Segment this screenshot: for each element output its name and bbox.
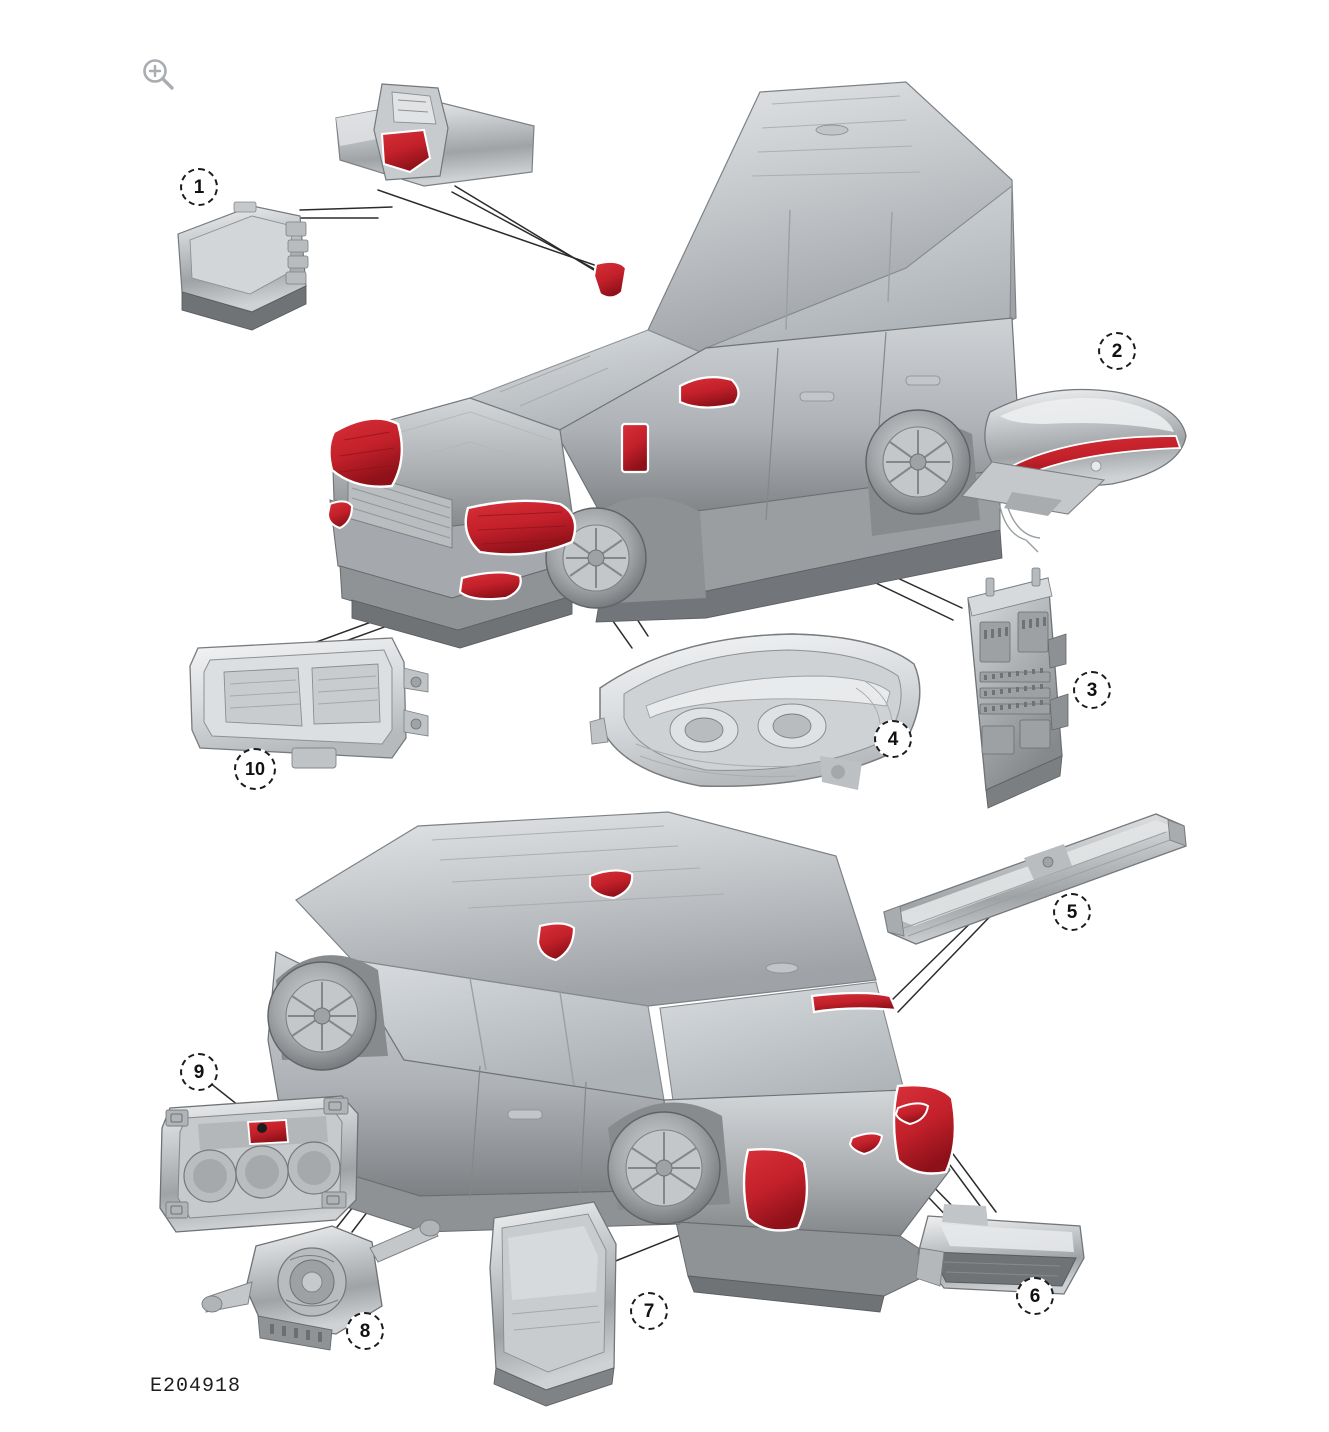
callout-7[interactable]: 7 — [630, 1292, 668, 1330]
callout-3-number: 3 — [1086, 679, 1098, 701]
callout-9-number: 9 — [193, 1061, 205, 1083]
callout-1[interactable]: 1 — [180, 168, 218, 206]
highlight-right-rear-lamp — [892, 1084, 957, 1175]
callout-10[interactable]: 10 — [234, 748, 276, 790]
part-high-mounted-stop-lamp — [883, 813, 1187, 945]
callout-4-number: 4 — [887, 728, 899, 750]
part-steering-column-switch — [201, 1219, 441, 1351]
vehicle-rear-three-quarter — [267, 811, 957, 1313]
part-headlamp-unit — [589, 633, 921, 790]
vehicle-front-three-quarter — [326, 81, 1019, 649]
part-fuse-junction-box — [967, 567, 1069, 809]
highlight-door-fuse-panel — [620, 422, 650, 474]
highlight-mirror-repeater-on-vehicle — [678, 375, 740, 409]
highlight-front-fog-lamp — [458, 571, 522, 601]
highlight-number-plate-lamp-right — [894, 1102, 930, 1126]
part-front-fog-lamp — [189, 637, 429, 769]
part-rain-light-sensor-module — [177, 83, 535, 331]
highlight-rear-side-repeater — [536, 922, 576, 962]
callout-5-number: 5 — [1066, 901, 1078, 923]
highlight-front-side-repeater — [326, 500, 354, 530]
callout-4[interactable]: 4 — [874, 720, 912, 758]
callout-2-number: 2 — [1111, 340, 1123, 362]
zoom-in-magnifier-icon[interactable] — [140, 56, 178, 94]
part-number-plate-lamp — [915, 1204, 1085, 1295]
highlight-number-plate-lamp-left — [848, 1132, 884, 1156]
callout-9[interactable]: 9 — [180, 1053, 218, 1091]
callout-10-number: 10 — [244, 759, 266, 779]
callout-6[interactable]: 6 — [1016, 1277, 1054, 1315]
callout-7-number: 7 — [643, 1300, 655, 1322]
callout-1-number: 1 — [193, 176, 205, 198]
callout-8-number: 8 — [359, 1320, 371, 1342]
callout-3[interactable]: 3 — [1073, 671, 1111, 709]
highlight-left-rear-lamp — [742, 1148, 809, 1232]
figure-id-label: E204918 — [150, 1375, 242, 1398]
part-climate-control-panel — [159, 1095, 359, 1233]
highlight-high-mounted-stop-lamp — [810, 991, 898, 1014]
highlight-left-headlamp — [328, 417, 403, 488]
callout-2[interactable]: 2 — [1098, 332, 1136, 370]
part-exterior-door-mirror — [960, 388, 1187, 553]
callout-6-number: 6 — [1029, 1285, 1041, 1307]
callout-5[interactable]: 5 — [1053, 893, 1091, 931]
highlight-windscreen-rain-sensor — [592, 260, 628, 299]
callout-8[interactable]: 8 — [346, 1312, 384, 1350]
highlight-roof-antenna-module — [588, 869, 634, 900]
highlight-right-headlamp — [464, 499, 577, 556]
part-rear-lamp-unit — [489, 1201, 617, 1407]
